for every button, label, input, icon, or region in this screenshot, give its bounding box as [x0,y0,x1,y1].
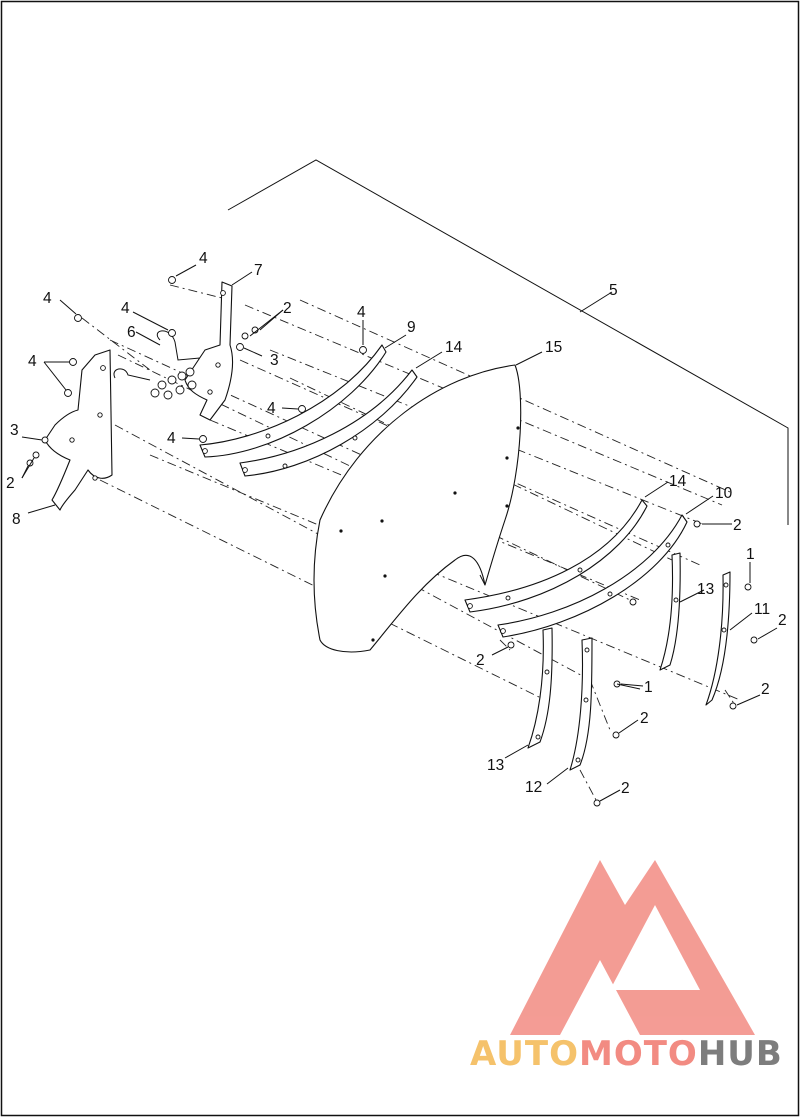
callout-11: 11 [754,601,770,618]
brace-13-upper [659,552,681,671]
callout-12: 12 [525,779,542,796]
brace-12 [569,637,593,771]
callout-2: 2 [476,652,485,669]
callout-2: 2 [733,517,742,534]
callout-7: 7 [254,262,263,279]
callout-14: 14 [445,339,463,356]
callout-4: 4 [167,430,176,447]
callout-9: 9 [407,319,416,336]
windshield [313,364,522,653]
watermark-text: AUTOMOTOHUB [470,1034,783,1074]
trim-strip-14-right [464,499,648,613]
callout-2: 2 [761,681,770,698]
spring-clip-6 [156,330,201,361]
callout-4: 4 [28,353,37,370]
callout-5: 5 [609,282,618,299]
watermark-part-moto: MOTO [579,1034,698,1074]
watermark-part-auto: AUTO [470,1034,579,1074]
brace-11 [705,571,731,706]
hardware-cluster [150,367,197,400]
callout-1: 1 [644,679,653,696]
callout-2: 2 [283,300,292,317]
callout-6: 6 [127,324,136,341]
callout-labels: 4 7 4 4 4 6 2 3 4 9 14 15 5 4 4 3 2 8 14… [6,250,787,797]
callout-4: 4 [267,400,276,417]
trim-strip-14-left [239,369,418,477]
callout-8: 8 [12,511,21,528]
fasteners [26,276,758,807]
trim-strip-9 [199,344,387,458]
watermark-part-hub: HUB [698,1034,783,1074]
side-bracket-7 [184,281,234,421]
leader-5 [579,291,613,313]
callout-4: 4 [43,290,52,307]
callout-4: 4 [121,300,130,317]
callout-15: 15 [545,339,562,356]
callout-2: 2 [621,780,630,797]
trim-strip-10 [497,514,688,638]
watermark-logo [510,860,755,1035]
leader-lines [21,264,778,802]
logo-inner-cutout [610,905,700,990]
side-bracket-8 [44,349,113,511]
callout-13: 13 [697,581,714,598]
brace-13-lower [527,627,553,749]
callout-2: 2 [6,475,15,492]
assembly-bracket-line [227,159,789,525]
callout-2: 2 [778,612,787,629]
callout-10: 10 [715,485,733,502]
callout-2: 2 [640,710,649,727]
callout-3: 3 [10,422,19,439]
spring-clip-6b [113,368,151,381]
callout-4: 4 [357,304,366,321]
callout-13: 13 [487,757,504,774]
callout-4: 4 [199,250,208,267]
callout-1: 1 [746,546,755,563]
windshield-notch [479,574,486,586]
callout-14: 14 [669,473,687,490]
callout-3: 3 [270,352,279,369]
